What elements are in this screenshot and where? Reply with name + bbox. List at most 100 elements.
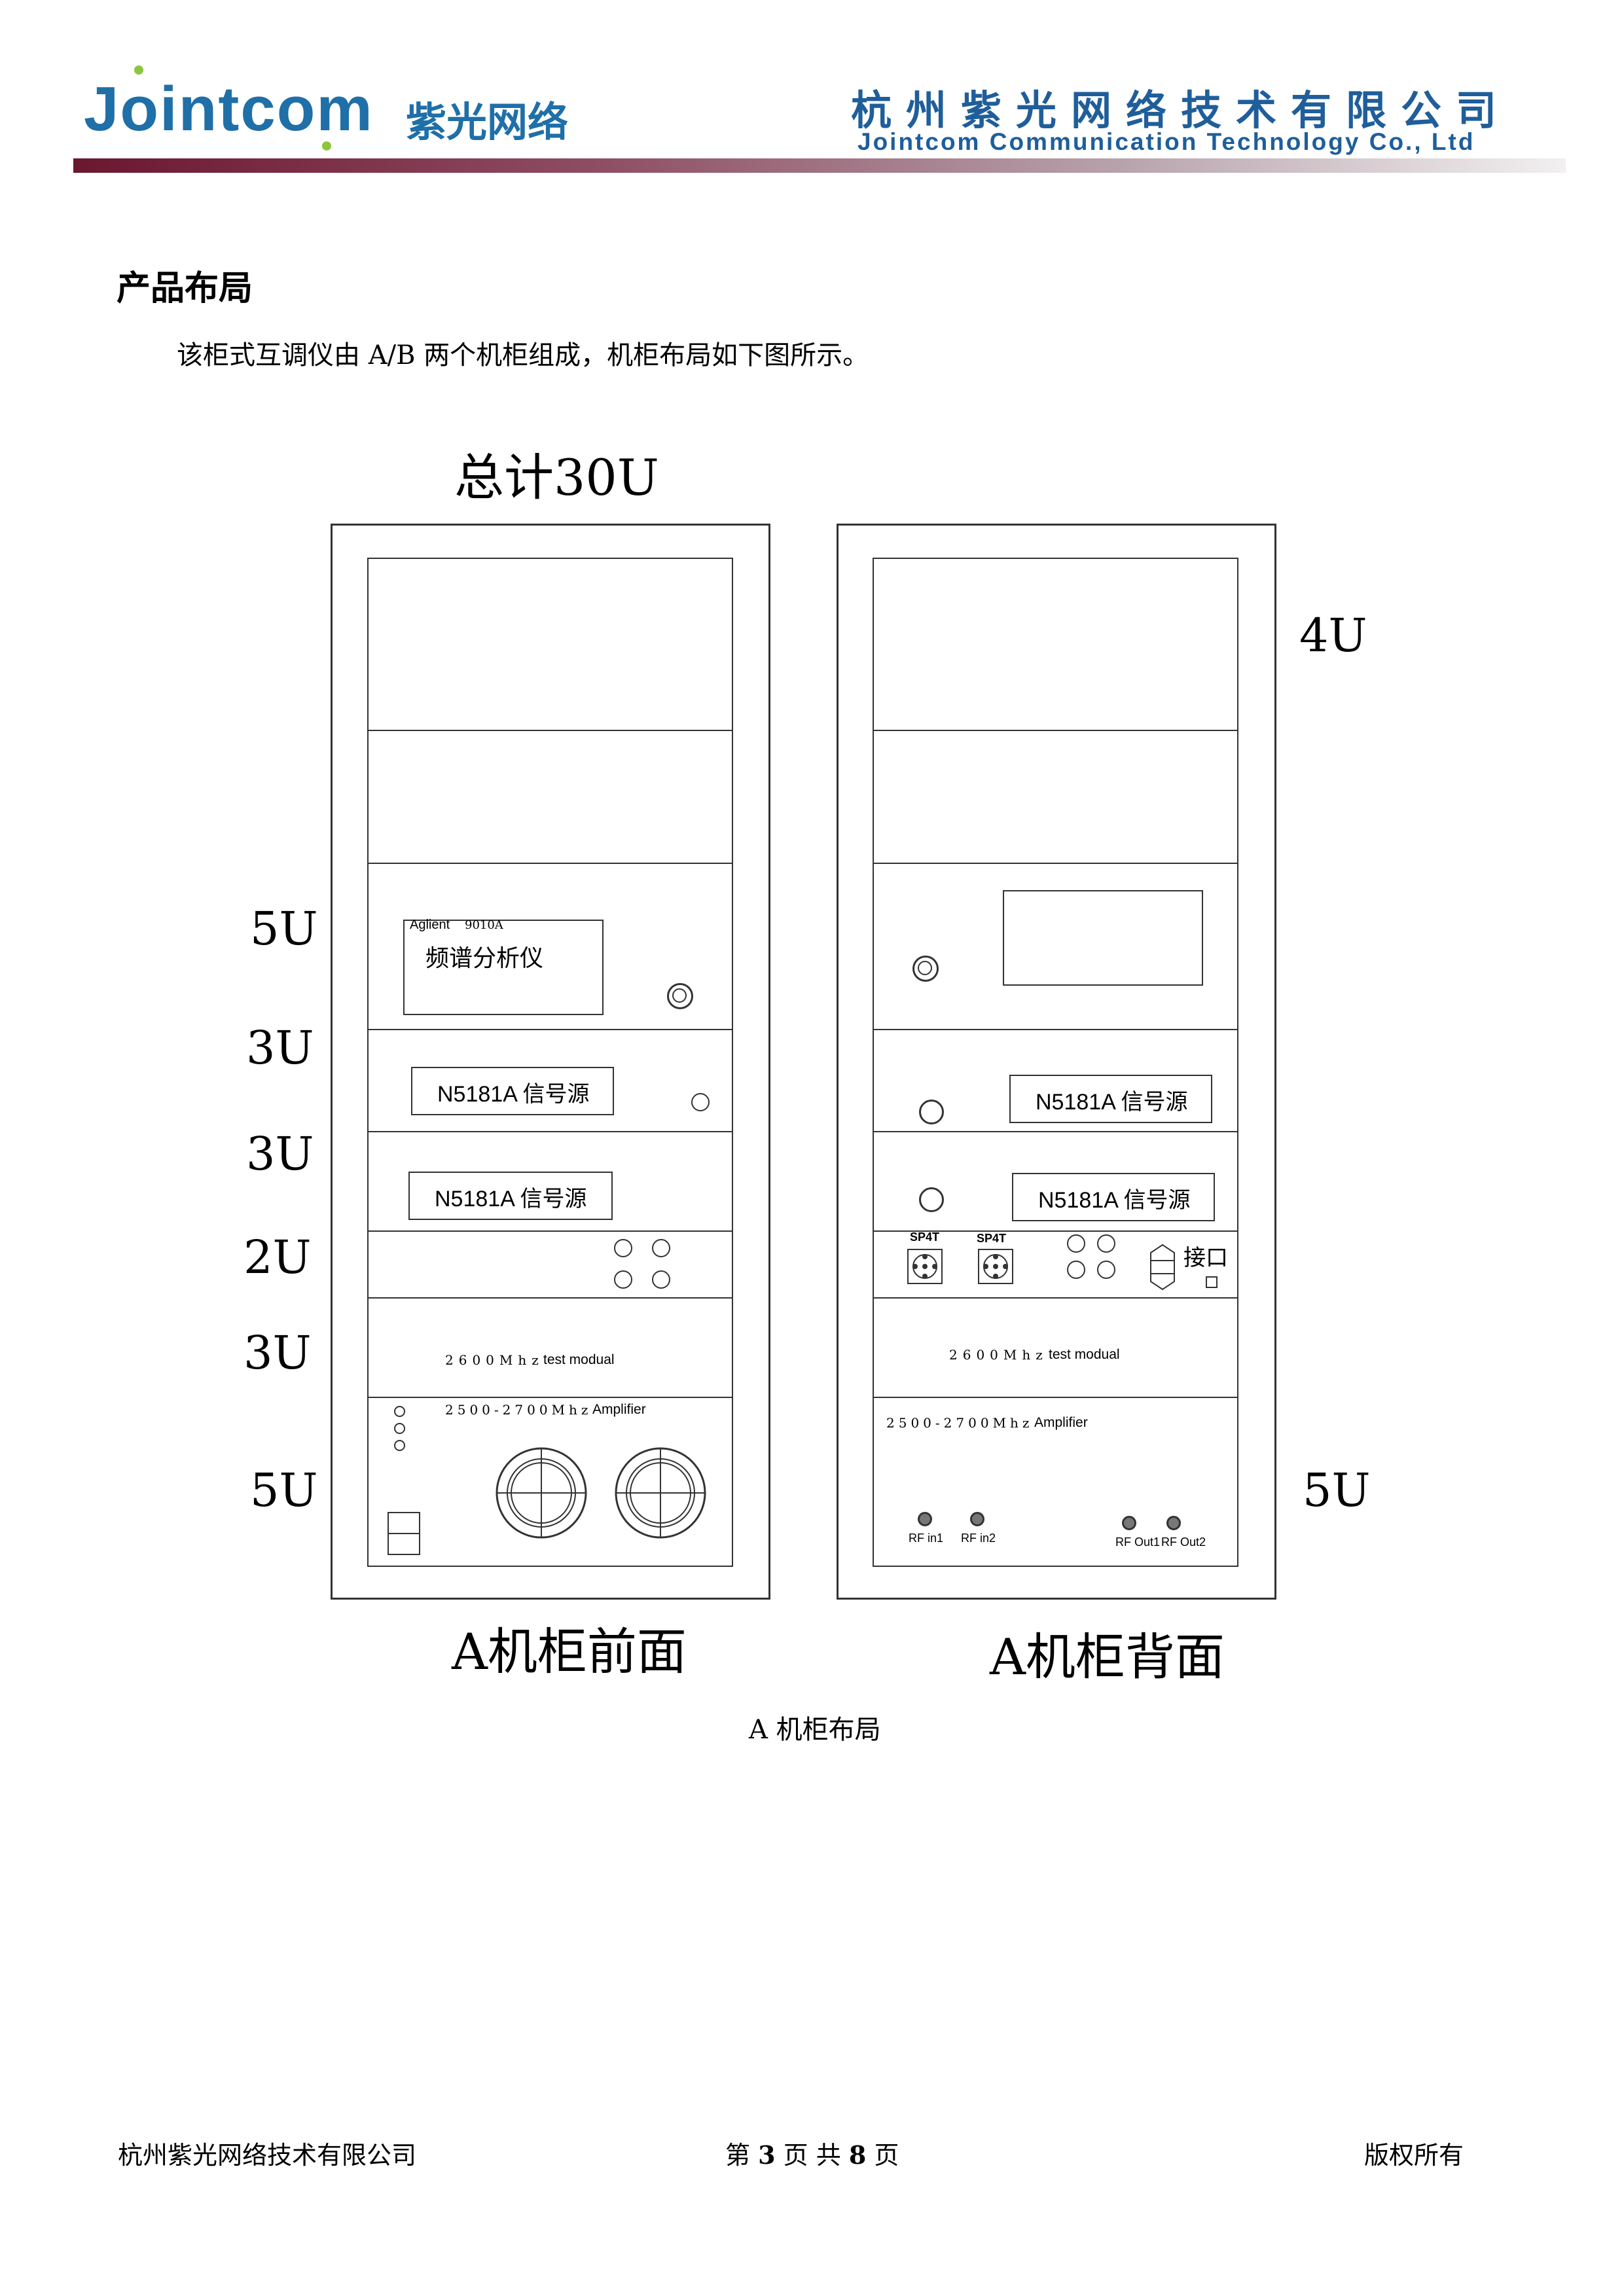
slot-divider <box>873 730 1237 731</box>
section-title: 产品布局 <box>117 270 253 308</box>
rf-connector-icon <box>970 1512 984 1526</box>
u-label: 5U <box>1303 1463 1371 1517</box>
logo-text: Jointcom <box>84 74 374 144</box>
led-icon <box>394 1440 405 1451</box>
amp-band: 2500-2700Mhz <box>445 1402 592 1418</box>
page-current: 3 <box>758 2140 776 2170</box>
test-band: 2600Mhz <box>445 1352 544 1368</box>
footer-rights: 版权所有 <box>1364 2141 1464 2170</box>
company-name-cn: 杭州紫光网络技术有限公司 <box>851 88 1511 134</box>
page-mid: 页 共 <box>783 2141 841 2170</box>
u-label: 2U <box>244 1230 312 1284</box>
u-label: 3U <box>246 1021 314 1075</box>
signal-source-label-box <box>1009 1075 1212 1123</box>
rf-out1-label: RF Out1 <box>1115 1535 1161 1549</box>
header-rule <box>73 158 1566 173</box>
switch-label: SP4T <box>977 1232 1007 1245</box>
slot-divider <box>367 1397 732 1398</box>
rf-connector-icon <box>1122 1516 1136 1530</box>
fan-icon <box>615 1447 706 1539</box>
logo-dot-icon <box>134 65 143 75</box>
sp4t-switch-icon <box>978 1249 1013 1284</box>
switch-divider <box>388 1533 419 1534</box>
u-label: 5U <box>250 1463 318 1517</box>
port-icon <box>691 1093 710 1111</box>
rf-connector-icon <box>1166 1516 1181 1530</box>
back-caption: A机柜背面 <box>990 1628 1225 1686</box>
led-icon <box>394 1423 405 1434</box>
slot-divider <box>873 1230 1237 1232</box>
page-prefix: 第 <box>725 2141 751 2170</box>
footer-company: 杭州紫光网络技术有限公司 <box>118 2141 417 2170</box>
port-icon <box>919 1100 944 1124</box>
switch-label: SP4T <box>910 1230 940 1244</box>
u-label: 3U <box>246 1127 314 1181</box>
slot-divider <box>873 1297 1237 1299</box>
figure-caption: A 机柜布局 <box>749 1715 881 1745</box>
analyzer-rear-panel <box>1003 890 1203 986</box>
u-label: 3U <box>244 1326 312 1380</box>
signal-source-label-box <box>1012 1173 1215 1221</box>
page-suffix: 页 <box>874 2141 899 2170</box>
logo-cn: 紫光网络 <box>406 100 569 145</box>
port-icon <box>614 1270 632 1289</box>
slot-divider <box>367 1230 732 1232</box>
u-label: 5U <box>250 902 318 956</box>
u-label: 4U <box>1299 609 1367 662</box>
port-icon <box>1097 1261 1115 1279</box>
slot-divider <box>873 863 1237 864</box>
port-icon <box>1067 1234 1085 1253</box>
port-icon <box>1067 1261 1085 1279</box>
rf-in1-label: RF in1 <box>909 1532 944 1545</box>
total-units-label: 总计30U <box>454 448 659 507</box>
test-band: 2600Mhz <box>949 1347 1048 1363</box>
signal-source-label: N5181A 信号源 <box>437 1082 590 1107</box>
rf-connector-icon <box>918 1512 932 1526</box>
port-icon <box>652 1239 670 1257</box>
port-icon <box>1097 1234 1115 1253</box>
slot-divider <box>367 1297 732 1299</box>
sp4t-switch-icon <box>907 1249 943 1284</box>
logo-dot-icon <box>322 141 331 151</box>
signal-source-label-box <box>408 1172 613 1220</box>
signal-source-label-box <box>411 1067 614 1115</box>
spectrum-analyzer-display <box>403 920 604 1015</box>
slot-divider <box>367 1029 732 1030</box>
analyzer-name: 频谱分析仪 <box>425 945 544 972</box>
signal-source-label: N5181A 信号源 <box>435 1187 587 1211</box>
signal-source-label: N5181A 信号源 <box>1038 1188 1191 1213</box>
front-caption: A机柜前面 <box>452 1623 687 1681</box>
analyzer-brand: Aglient <box>410 918 450 932</box>
fan-icon <box>496 1447 587 1539</box>
intro-paragraph: 该柜式互调仪由 A/B 两个机柜组成，机柜布局如下图所示。 <box>177 340 869 370</box>
led-icon <box>394 1406 405 1417</box>
rack-panel <box>873 558 1238 1567</box>
rack-panel <box>367 558 733 1567</box>
rf-in2-label: RF in2 <box>961 1532 996 1545</box>
interface-connector-icon <box>1150 1244 1175 1291</box>
footer-page-number: 第 3 页 共 8 页 <box>725 2135 899 2171</box>
slot-divider <box>873 1029 1237 1030</box>
port-icon <box>652 1270 670 1289</box>
amp-band: 2500-2700Mhz <box>886 1415 1034 1431</box>
signal-source-label: N5181A 信号源 <box>1036 1090 1188 1115</box>
slot-divider <box>367 730 732 731</box>
amp-name: Amplifier <box>1034 1415 1088 1430</box>
amp-name: Amplifier <box>592 1402 646 1417</box>
interface-label: 接口 <box>1183 1245 1228 1271</box>
page-total: 8 <box>848 2140 867 2170</box>
slot-divider <box>873 1397 1237 1398</box>
slot-divider <box>873 1131 1237 1132</box>
knob-inner <box>918 961 932 975</box>
interface-port-icon <box>1206 1276 1218 1288</box>
slot-divider <box>367 863 732 864</box>
slot-divider <box>367 1131 732 1132</box>
test-name: test modual <box>1049 1347 1120 1362</box>
port-icon <box>919 1187 944 1212</box>
rf-out2-label: RF Out2 <box>1161 1535 1206 1549</box>
analyzer-model: 9010A <box>465 918 503 932</box>
test-name: test modual <box>543 1352 615 1367</box>
knob-inner <box>672 988 687 1003</box>
company-name-en: Jointcom Communication Technology Co., L… <box>857 128 1475 155</box>
